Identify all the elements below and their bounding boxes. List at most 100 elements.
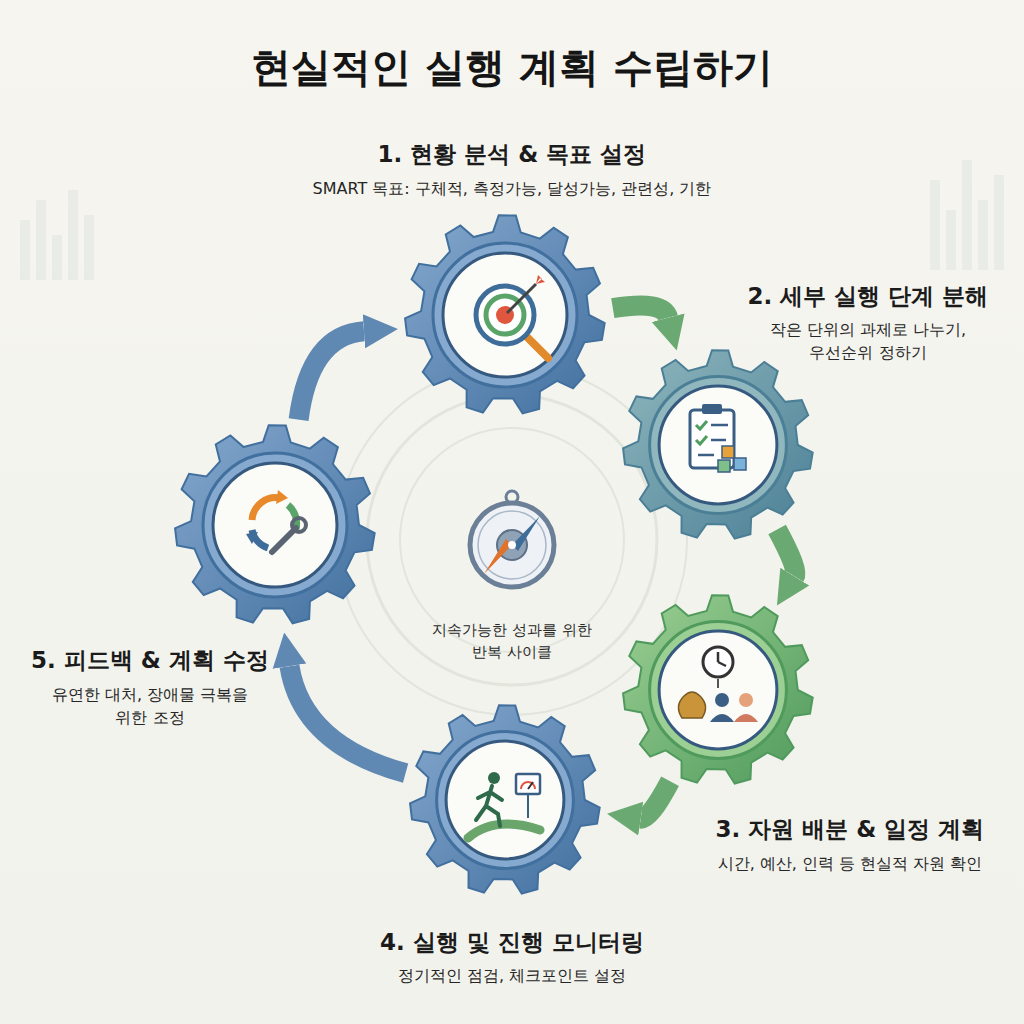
gear-rim [650,622,787,759]
cycle-arrow [290,666,406,773]
runner-icon-part [516,774,540,794]
step-heading: 1. 현황 분석 & 목표 설정 [212,140,812,169]
checklist-icon-part [711,439,726,442]
gear-node: 3. 자원 배분 & 일정 계획시간, 예산, 인력 등 현실적 자원 확인 [623,595,813,785]
gear-teeth [175,425,375,623]
faint-rings-part [400,428,624,652]
target-icon-part [496,306,514,324]
step-heading: 2. 세부 실행 단계 분해 [718,282,1018,311]
cycle-arrow [641,781,670,818]
gear-teeth [410,705,600,893]
faint-bars-part [20,220,30,280]
cycle-arrow [613,306,668,318]
gear-face [213,463,337,587]
step-heading: 4. 실행 및 진행 모니터링 [302,928,722,957]
gear-shape [175,425,375,625]
checklist-icon-part [718,460,730,472]
diagram-title: 현실적인 실행 계획 수립하기 [0,40,1024,95]
gear-rim [437,732,574,869]
faint-rings-part [367,395,657,685]
faint-rings [337,365,687,715]
target-icon-part [486,296,524,334]
target-icon [476,275,548,358]
feedback-icon-part [246,532,258,544]
runner-icon-part [528,782,533,789]
step-description: 작은 단위의 과제로 나누기, 우선순위 정하기 [753,318,983,364]
gear-shape [410,705,600,895]
step-description: 정기적인 점검, 체크포인트 설정 [282,964,742,987]
compass-icon-part [497,530,527,560]
resource-icon-part [710,714,734,722]
feedback-icon-part [292,518,306,532]
gear-node: 1. 현황 분석 & 목표 설정SMART 목표: 구체적, 측정가능, 달성가… [405,215,605,415]
resource-icon-part [739,693,753,707]
feedback-icon-part [276,490,288,504]
faint-bars-part [946,210,956,270]
checklist-icon-part [690,410,734,468]
checklist-icon-part [734,458,746,470]
runner-icon-part [476,786,502,826]
gear-shape [623,350,813,540]
compass-icon-part [470,503,554,587]
faint-bars-part [36,200,46,280]
compass-icon-part [484,539,512,574]
runner-icon-part [521,782,535,789]
gear-shape [623,595,813,785]
faint-bars-part [52,235,62,280]
checklist-icon-part [698,454,714,457]
gear-node: 5. 피드백 & 계획 수정유연한 대처, 장애물 극복을 위한 조정 [175,425,375,625]
cycle-label: 지속가능한 성과를 위한 반복 사이클 [422,620,602,664]
faint-bars-part [962,160,972,270]
faint-bars-part [994,175,1004,270]
resource-icon [678,647,758,722]
gear-rim [203,453,347,597]
feedback-icon-part [288,505,297,529]
target-icon-part [526,336,548,358]
gear-shape [405,215,605,415]
gear-node: 2. 세부 실행 단계 분해작은 단위의 과제로 나누기, 우선순위 정하기 [623,350,813,540]
compass-icon-part [506,491,518,503]
checklist-icon-part [696,436,707,444]
feedback-icon-part [272,528,296,552]
step-heading: 5. 피드백 & 계획 수정 [10,646,290,675]
cycle-arrow [299,331,364,419]
faint-bars-part [978,200,988,270]
resource-icon-part [717,679,719,688]
resource-icon-part [718,662,726,666]
target-icon-part [507,284,536,313]
cycle-arrow [777,529,795,576]
gear-face [446,741,564,859]
checklist-icon-part [711,424,728,427]
gear-rim [433,243,577,387]
resource-icon-part [678,692,705,718]
checklist-icon-part [696,421,707,429]
runner-icon [468,772,540,838]
checklist-icon-part [722,446,734,458]
feedback-icon-part [252,530,268,548]
step-description: 시간, 예산, 인력 등 현실적 자원 확인 [680,852,1020,875]
gear-teeth [623,595,813,783]
faint-bars-part [84,215,94,280]
step-description: SMART 목표: 구체적, 측정가능, 달성가능, 관련성, 기한 [192,177,832,200]
resource-icon-part [715,693,729,707]
runner-icon-part [488,772,500,784]
faint-bars-part [930,180,940,270]
gear-teeth [623,350,813,538]
gear-rim [650,377,787,514]
gear-face [659,631,777,749]
faint-bars [20,160,1004,280]
compass-icon-part [512,516,540,551]
gear-node: 4. 실행 및 진행 모니터링정기적인 점검, 체크포인트 설정 [410,705,600,895]
target-icon-part [476,286,534,344]
runner-icon-part [468,824,540,838]
compass-icon [470,491,554,587]
resource-icon-part [717,652,720,662]
checklist-icon-part [702,404,722,414]
gear-teeth [405,215,605,413]
resource-icon-part [703,647,733,677]
